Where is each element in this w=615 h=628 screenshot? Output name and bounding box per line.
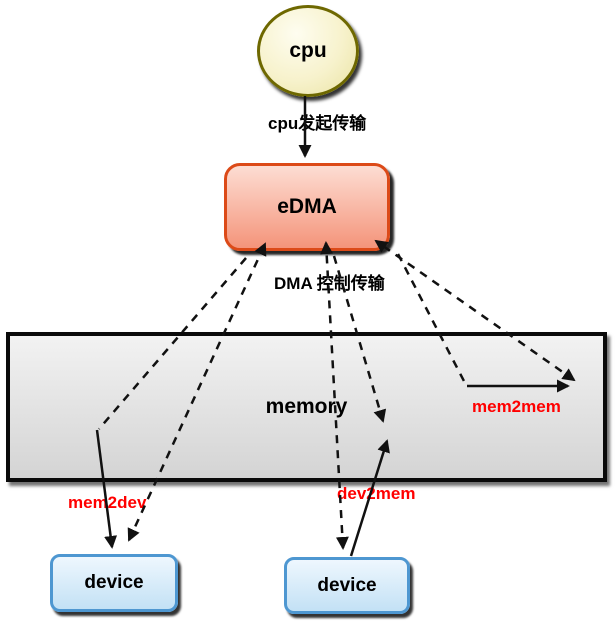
cpu-node-label: cpu — [289, 39, 327, 62]
edma-node: eDMA — [224, 163, 390, 251]
device-left-node: device — [50, 554, 178, 612]
dma-control-annotation: DMA 控制传输 — [274, 274, 385, 293]
cpu-initiate-annotation: cpu发起传输 — [268, 114, 367, 133]
dev2mem-label: dev2mem — [337, 484, 416, 503]
device-right-node: device — [284, 557, 410, 614]
device-right-label: device — [317, 574, 377, 596]
device-left-label: device — [84, 572, 144, 593]
mem2mem-label: mem2mem — [472, 397, 561, 416]
cpu-node: cpu — [257, 5, 359, 97]
mem2dev-label: mem2dev — [68, 493, 147, 512]
memory-node-label: memory — [265, 395, 348, 418]
edma-node-label: eDMA — [277, 195, 337, 218]
